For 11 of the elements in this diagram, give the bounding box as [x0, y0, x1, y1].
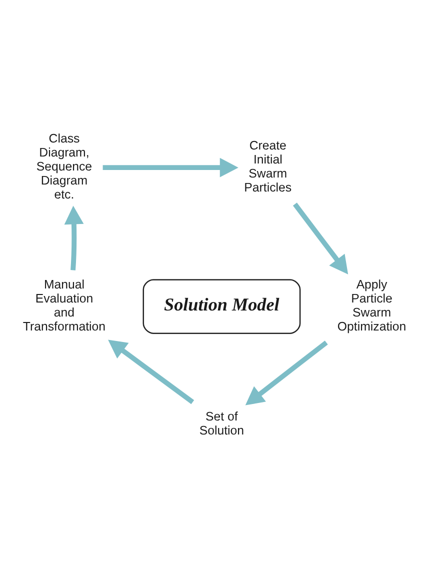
arrow	[102, 158, 238, 178]
node-box: Solution Model	[142, 279, 301, 334]
arrow	[292, 202, 348, 274]
arrow	[245, 340, 328, 406]
node-text: Manual Evaluation and Transformation	[22, 277, 106, 334]
node-text: Apply Particle Swarm Optimization	[337, 277, 406, 334]
node-text: Create Initial Swarm Particles	[244, 138, 292, 194]
arrow	[108, 340, 194, 404]
node-text: Class Diagram, Sequence Diagram etc.	[36, 131, 92, 202]
node-text: Set of Solution	[199, 409, 244, 438]
arrow	[64, 206, 84, 270]
